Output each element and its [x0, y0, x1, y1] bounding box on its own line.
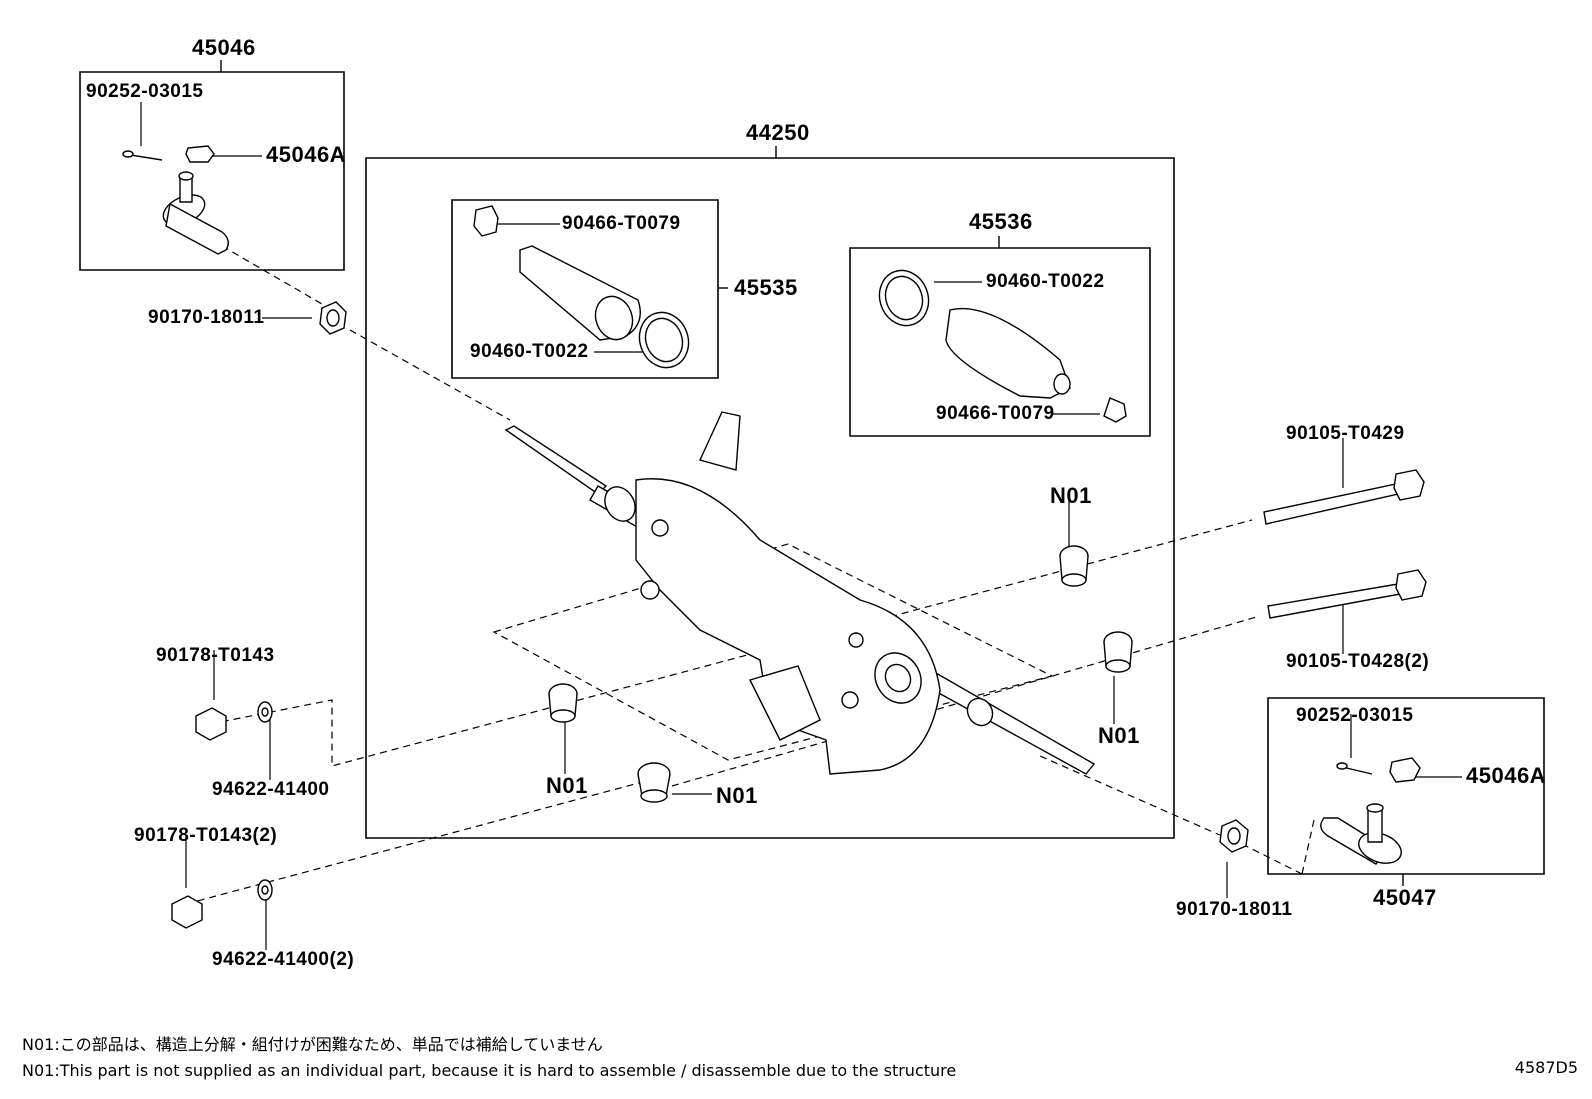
label-45046: 45046	[192, 35, 256, 60]
label-45046A-lower: 45046A	[1466, 763, 1547, 788]
frame-45046	[80, 72, 344, 270]
label-45047: 45047	[1373, 885, 1437, 910]
boot-kit-45536-drawing	[872, 263, 1126, 422]
group-frames	[80, 72, 1544, 874]
label-90178-T0143-2: 90178-T0143(2)	[134, 825, 278, 846]
bushings-n01	[549, 546, 1132, 802]
label-n01-right: N01	[1098, 723, 1140, 748]
label-stems	[221, 60, 1403, 886]
nuts-90178-washers-94622	[172, 702, 272, 928]
tie-rod-end-45047-drawing	[1321, 758, 1420, 869]
label-n01-bottom: N01	[716, 783, 758, 808]
label-94622-41400: 94622-41400	[212, 779, 330, 800]
label-90466-T0079-left: 90466-T0079	[562, 213, 681, 234]
label-n01-upper-right: N01	[1050, 483, 1092, 508]
label-90252-03015-upper: 90252-03015	[86, 81, 204, 102]
label-90105-T0428: 90105-T0428(2)	[1286, 651, 1430, 672]
frame-45536	[850, 248, 1150, 436]
footnote-en: N01:This part is not supplied as an indi…	[22, 1061, 957, 1080]
label-90460-T0022-right: 90460-T0022	[986, 271, 1105, 292]
hex-nuts-90170	[320, 302, 1248, 852]
label-44250: 44250	[746, 120, 810, 145]
label-90105-T0429: 90105-T0429	[1286, 423, 1405, 444]
label-45046A-upper: 45046A	[266, 142, 347, 167]
label-45535: 45535	[734, 275, 798, 300]
label-90170-18011-lower: 90170-18011	[1176, 899, 1293, 920]
boot-kit-45535-drawing	[474, 206, 696, 375]
footnote-jp: N01:この部品は、構造上分解・組付けが困難なため、単品では補給していません	[22, 1035, 603, 1054]
steering-rack-44250-drawing	[506, 412, 1094, 774]
label-90252-03015-lower: 90252-03015	[1296, 705, 1414, 726]
figure-code: 4587D5	[1514, 1058, 1578, 1077]
label-n01-left: N01	[546, 773, 588, 798]
label-45536: 45536	[969, 209, 1033, 234]
label-90466-T0079-right: 90466-T0079	[936, 403, 1055, 424]
bolts-90105	[1264, 470, 1426, 618]
leader-lines	[141, 102, 1462, 950]
label-90170-18011-upper: 90170-18011	[148, 307, 265, 328]
label-94622-41400-2: 94622-41400(2)	[212, 949, 355, 970]
tie-rod-end-45046-drawing	[123, 146, 228, 254]
label-90460-T0022-left: 90460-T0022	[470, 341, 589, 362]
frame-45047	[1268, 698, 1544, 874]
label-90178-T0143: 90178-T0143	[156, 645, 275, 666]
frame-44250	[366, 158, 1174, 838]
frame-45535	[452, 200, 718, 378]
